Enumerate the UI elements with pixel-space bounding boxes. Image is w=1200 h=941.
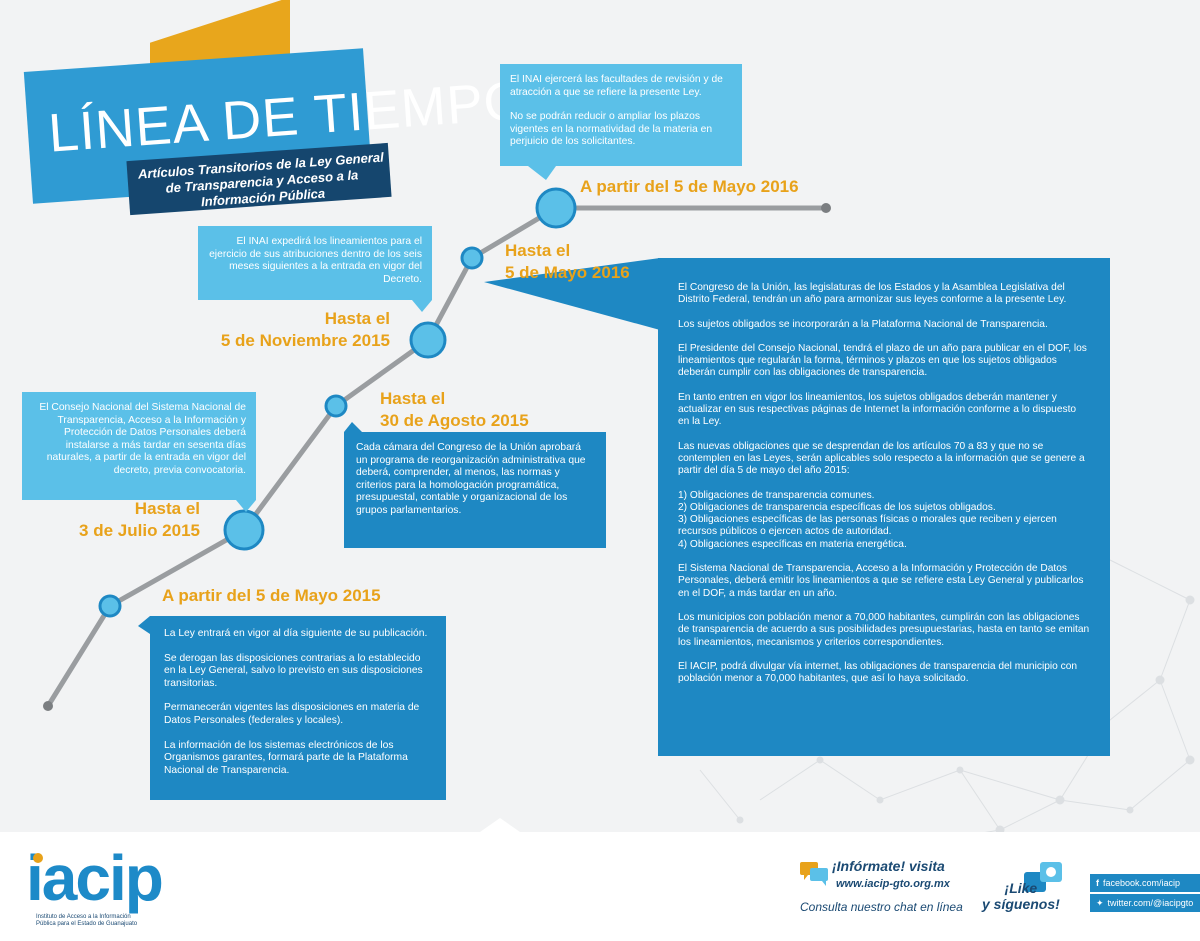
box-may-2016-p4: En tanto entren en vigor los lineamiento… <box>678 391 1077 428</box>
date-jul-2015: Hasta el 3 de Julio 2015 <box>70 498 200 542</box>
date-may-2016: Hasta el 5 de Mayo 2016 <box>505 240 630 284</box>
logo-dot-icon <box>33 853 43 863</box>
date-may-2016-line2: 5 de Mayo 2016 <box>505 263 630 282</box>
box-may-2016-p1: El Congreso de la Unión, las legislatura… <box>678 282 1067 306</box>
obligations-list: 1) Obligaciones de transparencia comunes… <box>678 490 1090 551</box>
obligation-item-3: 3) Obligaciones específicas de las perso… <box>678 514 1057 538</box>
box-may-2015: La Ley entrará en vigor al día siguiente… <box>150 616 446 800</box>
twitter-icon: ✦ <box>1096 898 1104 908</box>
facebook-icon: f <box>1096 878 1099 888</box>
box-nov-2015: El INAI expedirá los lineamientos para e… <box>198 226 432 300</box>
milestone-node-after-may-2016 <box>535 187 577 229</box>
box-may-2016-p5: Las nuevas obligaciones que se desprenda… <box>678 440 1085 477</box>
date-nov-2015-line2: 5 de Noviembre 2015 <box>220 331 390 350</box>
obligation-item-1: 1) Obligaciones de transparencia comunes… <box>678 489 875 501</box>
box-may-2015-p1: La Ley entrará en vigor al día siguiente… <box>164 628 428 639</box>
box-aug-2015-text: Cada cámara del Congreso de la Unión apr… <box>356 442 586 516</box>
chat-promo-text: Consulta nuestro chat en línea <box>800 900 963 914</box>
obligation-item-4: 4) Obligaciones específicas en materia e… <box>678 538 907 550</box>
date-may-2015: A partir del 5 de Mayo 2015 <box>162 586 381 605</box>
date-aug-2015-line1: Hasta el <box>380 389 446 408</box>
box-nov-2015-text: El INAI expedirá los lineamientos para e… <box>209 236 422 285</box>
footer-background <box>0 818 1200 941</box>
timeline-start-dot <box>43 701 53 711</box>
like-follow-text: ¡Like y síguenos! <box>982 880 1060 912</box>
logo-text: iacip <box>26 842 164 914</box>
box-may-2016-p7: Los municipios con población menor a 70,… <box>678 611 1090 648</box>
milestone-node-may-2016 <box>460 246 484 270</box>
date-after-may-2016: A partir del 5 de Mayo 2016 <box>580 177 799 196</box>
box-after-2016-p1: El INAI ejercerá las facultades de revis… <box>510 74 723 98</box>
date-nov-2015: Hasta el 5 de Noviembre 2015 <box>200 308 390 352</box>
pointer-jul2015 <box>236 500 256 512</box>
box-jul-2015: El Consejo Nacional del Sistema Nacional… <box>22 392 256 500</box>
date-nov-2015-line1: Hasta el <box>324 309 390 328</box>
logo-subtitle: Instituto de Acceso a la Información Púb… <box>36 914 138 927</box>
twitter-text: twitter.com/@iacipgto <box>1107 898 1194 908</box>
pointer-may2016 <box>484 258 660 330</box>
promo-title: ¡Infórmate! visita <box>832 858 945 874</box>
chat-bubble-icon <box>800 862 828 886</box>
pointer-may2015 <box>138 616 150 634</box>
network-decoration <box>699 559 1195 841</box>
box-after-2016-p2: No se podrán reducir o ampliar los plazo… <box>510 111 713 148</box>
date-jul-2015-line1: Hasta el <box>134 499 200 518</box>
pointer-nov2015 <box>412 300 432 312</box>
twitter-link[interactable]: ✦twitter.com/@iacipgto <box>1090 894 1200 912</box>
like-icon <box>1024 862 1062 892</box>
like-line2: y síguenos! <box>982 896 1060 912</box>
timeline-end-dot <box>821 203 831 213</box>
date-jul-2015-line2: 3 de Julio 2015 <box>79 521 200 540</box>
date-aug-2015: Hasta el 30 de Agosto 2015 <box>380 388 529 432</box>
pointer-aug2015 <box>344 422 362 432</box>
like-line1: ¡Like <box>1004 880 1038 896</box>
milestone-node-nov-2015 <box>409 321 447 359</box>
iacip-logo: iacip <box>26 846 164 910</box>
obligation-item-2: 2) Obligaciones de transparencia específ… <box>678 501 996 513</box>
milestone-node-jul-2015 <box>223 509 265 551</box>
milestone-node-aug-2015 <box>324 394 348 418</box>
box-may-2016-p2: Los sujetos obligados se incorporarán a … <box>678 318 1048 330</box>
box-may-2015-p3: Permanecerán vigentes las disposiciones … <box>164 702 420 726</box>
box-may-2016: El Congreso de la Unión, las legislatura… <box>658 258 1110 756</box>
date-aug-2015-line2: 30 de Agosto 2015 <box>380 411 529 430</box>
pointer-after2016 <box>528 166 556 180</box>
website-link[interactable]: www.iacip-gto.org.mx <box>836 878 950 890</box>
facebook-text: facebook.com/iacip <box>1103 878 1181 888</box>
box-may-2015-p2: Se derogan las disposiciones contrarias … <box>164 652 423 689</box>
box-jul-2015-text: El Consejo Nacional del Sistema Nacional… <box>39 402 246 476</box>
box-after-may-2016: El INAI ejercerá las facultades de revis… <box>500 64 742 166</box>
facebook-link[interactable]: f facebook.com/iacip <box>1090 874 1200 892</box>
milestone-node-may-2015 <box>98 594 122 618</box>
box-may-2016-p6: El Sistema Nacional de Transparencia, Ac… <box>678 563 1084 599</box>
box-may-2015-p4: La información de los sistemas electróni… <box>164 739 408 776</box>
box-may-2016-p3: El Presidente del Consejo Nacional, tend… <box>678 342 1087 379</box>
box-aug-2015: Cada cámara del Congreso de la Unión apr… <box>344 432 606 548</box>
box-may-2016-p8: El IACIP, podrá divulgar vía internet, l… <box>678 660 1078 685</box>
date-may-2016-line1: Hasta el <box>505 241 571 260</box>
